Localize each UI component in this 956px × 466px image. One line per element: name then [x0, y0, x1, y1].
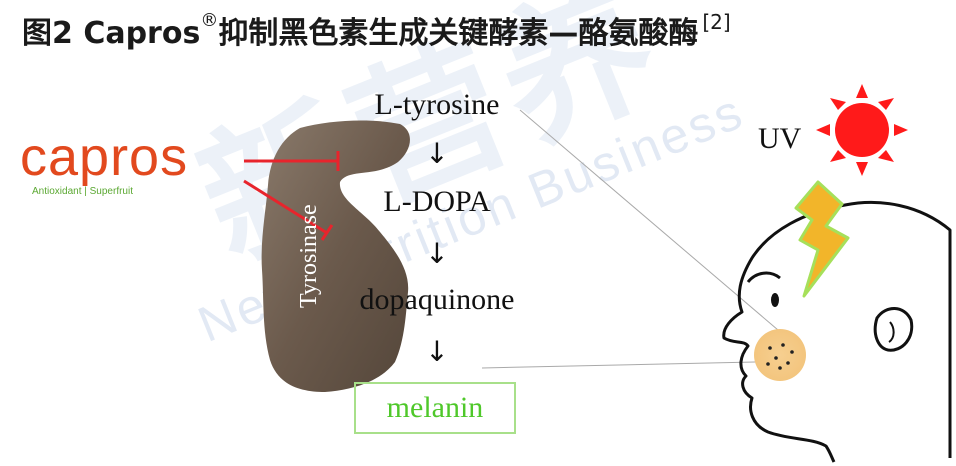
figure-title: 图2 Capros®抑制黑色素生成关键酵素—酪氨酸酶[2] [22, 8, 731, 52]
title-main: 图2 Capros [22, 16, 201, 51]
tyrosinase-label: Tyrosinase [296, 204, 322, 308]
capros-logo: capros Antioxidant | Superfruit [20, 130, 188, 197]
title-citation: [2] [702, 10, 731, 34]
capros-wordmark: capros [20, 127, 189, 187]
capros-tagline: Antioxidant | Superfruit [32, 186, 133, 197]
connector-line-tyrosine [519, 109, 779, 331]
arrow-down-icon: ↓ [425, 237, 449, 270]
connector-line-melanin [481, 361, 756, 369]
arrow-down-icon: ↓ [425, 335, 449, 368]
step-dopaquinone: dopaquinone [359, 283, 515, 316]
tyrosinase-enzyme-shape [261, 120, 410, 392]
step-l-dopa: L-DOPA [383, 185, 491, 218]
title-registered-mark: ® [200, 10, 219, 31]
inhibition-line-2 [243, 179, 334, 241]
melanin-label: melanin [386, 391, 484, 424]
step-l-tyrosine: L-tyrosine [374, 88, 500, 121]
title-rest: 抑制黑色素生成关键酵素—酪氨酸酶 [218, 16, 699, 51]
sun-icon [816, 84, 908, 176]
cheek-melanin-spot [754, 329, 806, 381]
inhibition-line-1 [244, 151, 340, 171]
melanin-product-box: melanin [354, 382, 516, 434]
uv-label: UV [758, 122, 802, 155]
arrow-down-icon: ↓ [425, 137, 449, 170]
lightning-bolt-icon [794, 180, 850, 298]
